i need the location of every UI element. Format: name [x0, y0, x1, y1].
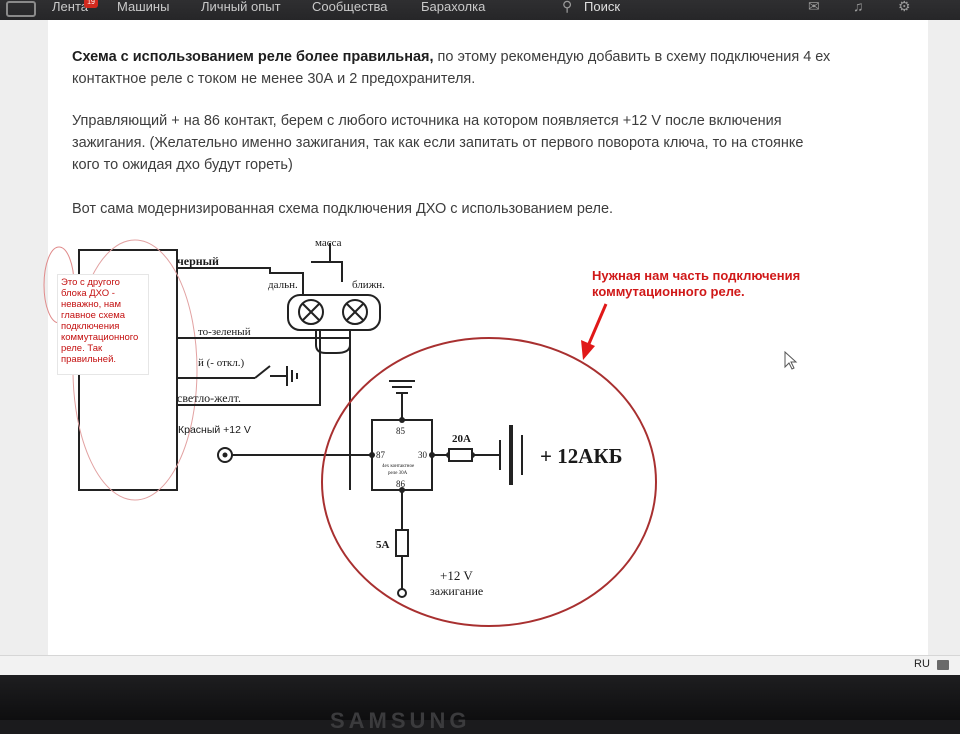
relay-box [371, 419, 433, 491]
label-ignition-voltage: +12 V [440, 568, 473, 583]
paragraph-2: Управляющий + на 86 контакт, берем с люб… [72, 113, 804, 173]
annotation-note: Это с другого блока ДХО - неважно, нам г… [57, 274, 149, 375]
bell-icon[interactable]: ♫ [853, 0, 864, 14]
search-icon[interactable]: ⚲ [562, 0, 573, 14]
messages-icon[interactable]: ✉ [808, 0, 820, 14]
label-low-beam: ближн. [352, 279, 385, 291]
label-massa: масса [315, 237, 342, 249]
taskbar: RU [0, 655, 960, 676]
relay-highlight-circle [321, 337, 657, 627]
search-button[interactable]: Поиск [584, 0, 621, 14]
fuse-5a [395, 529, 409, 557]
mouse-cursor-icon [784, 351, 798, 370]
car-logo-icon[interactable] [6, 1, 36, 17]
label-ignition: зажигание [430, 584, 483, 598]
label-red-wire: Красный +12 V [178, 424, 251, 436]
label-off-wire: й (- откл.) [198, 357, 244, 369]
label-fuse-5a: 5А [376, 539, 390, 551]
label-battery: + 12АКБ [540, 444, 623, 468]
nav-item-cars[interactable]: Машины [117, 0, 170, 14]
gear-icon[interactable]: ⚙ [898, 0, 911, 14]
paragraph-1-bold: Схема с использованием реле более правил… [72, 49, 434, 65]
monitor-bezel [0, 675, 960, 720]
tray-icon[interactable] [937, 660, 949, 670]
label-light-yellow-wire: светло-желт. [177, 391, 241, 405]
relay-pin-85: 85 [396, 426, 406, 436]
paragraph-1: Схема с использованием реле более правил… [72, 46, 832, 90]
block-wires [177, 243, 372, 490]
ignition-terminal [397, 588, 407, 598]
paragraph-3: Вот сама модернизированная схема подключ… [72, 201, 614, 217]
fuse-20a [448, 448, 473, 462]
relay-caption-2: реле 30А [388, 471, 408, 476]
article-content: Схема с использованием реле более правил… [48, 20, 928, 655]
nav-item-communities[interactable]: Сообщества [312, 0, 388, 14]
relay-pin-87: 87 [376, 450, 386, 460]
label-high-beam: дальн. [268, 279, 298, 291]
top-nav-bar: Лента 19 Машины Личный опыт Сообщества Б… [0, 0, 960, 20]
relay-pin-30: 30 [418, 450, 428, 460]
nav-item-market[interactable]: Барахолка [421, 0, 486, 14]
battery-icon [499, 425, 523, 485]
page-area: Схема с использованием реле более правил… [0, 20, 960, 655]
monitor-brand: SAMSUNG [330, 708, 471, 733]
headlamp-high-icon [298, 299, 324, 325]
relay-pin-86: 86 [396, 479, 406, 489]
relay-ground-icon [389, 380, 415, 394]
headlamp-low-icon [342, 299, 368, 325]
language-indicator[interactable]: RU [914, 658, 930, 670]
switch-ground-icon [286, 366, 298, 386]
relay-caption-1: 4ех контактное [382, 464, 415, 469]
red-arrow-icon [581, 303, 608, 360]
paragraph-1-text: по этому рекомендую добавить в схему под… [72, 49, 831, 87]
nav-item-feed[interactable]: Лента [52, 0, 88, 14]
label-black-wire: черный [177, 254, 219, 268]
notification-badge: 19 [84, 0, 98, 8]
label-fuse-20a: 20А [452, 433, 471, 445]
label-yellow-green-wire: то-зеленый [198, 326, 251, 338]
annotation-callout: Нужная нам часть подключения коммутацион… [592, 268, 801, 299]
nav-item-experience[interactable]: Личный опыт [201, 0, 281, 14]
